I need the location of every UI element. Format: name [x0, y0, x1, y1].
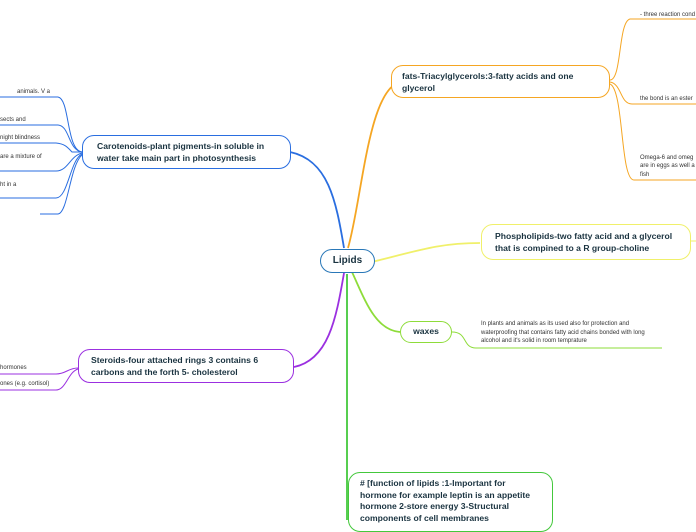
- waxes-note: In plants and animals as its used also f…: [481, 321, 645, 344]
- link-phospholipids: [371, 242, 481, 263]
- phospholipids-node[interactable]: Phospholipids-two fatty acid and a glyce…: [481, 224, 691, 260]
- waxes-node[interactable]: waxes: [400, 321, 452, 343]
- link-fats-sub-bottom: [609, 83, 696, 181]
- link-steroids: [293, 272, 345, 368]
- connector-lines: [0, 18, 696, 520]
- fats-note-1: - three reaction cond: [640, 12, 696, 18]
- link-carotenoids-sub2: [0, 124, 83, 153]
- waxes-label: waxes: [413, 326, 439, 337]
- link-waxes-note: [451, 331, 662, 349]
- carotenoids-note-3: night blindness: [0, 135, 41, 141]
- central-topic-label: Lipids: [332, 255, 363, 267]
- carotenoids-node[interactable]: Carotenoids-plant pigments-in soluble in…: [82, 135, 291, 169]
- link-fats-sub-mid: [609, 81, 696, 105]
- fats-label: fats-Triacylglycerols:3-fatty acids and …: [402, 71, 574, 93]
- fats-node[interactable]: fats-Triacylglycerols:3-fatty acids and …: [391, 65, 610, 98]
- link-carotenoids-sub3: [0, 142, 82, 153]
- function-label: # [function of lipids :1-Important for h…: [360, 478, 530, 523]
- link-carotenoids-sub5: [0, 153, 83, 199]
- central-topic-node[interactable]: Lipids: [320, 249, 375, 273]
- fats-note-5: fish: [640, 172, 650, 178]
- link-carotenoids-sub4: [0, 152, 83, 172]
- steroids-note-1: hormones: [0, 365, 27, 371]
- fats-note-2: the bond is an ester: [640, 96, 693, 102]
- phospholipids-label: Phospholipids-two fatty acid and a glyce…: [495, 231, 673, 253]
- link-steroids-sub1: [0, 367, 79, 375]
- steroids-node[interactable]: Steroids-four attached rings 3 contains …: [78, 349, 294, 383]
- link-carotenoids: [289, 151, 345, 249]
- fats-note-4: are in eggs as well a: [640, 163, 695, 169]
- carotenoids-note-2: sects and: [0, 117, 26, 123]
- carotenoids-note-4: are a mixture of: [0, 154, 42, 160]
- carotenoids-label: Carotenoids-plant pigments-in soluble in…: [97, 141, 265, 163]
- fats-note-3: Omega-6 and omeg: [640, 155, 694, 161]
- function-node[interactable]: # [function of lipids :1-Important for h…: [348, 472, 553, 532]
- link-steroids-sub2: [0, 368, 79, 391]
- link-waxes: [351, 271, 401, 333]
- steroids-note-2: ones (e.g. cortisol): [0, 381, 50, 387]
- carotenoids-note-5: ht in a: [0, 182, 17, 188]
- steroids-label: Steroids-four attached rings 3 contains …: [91, 355, 259, 377]
- link-fats: [347, 81, 401, 249]
- link-carotenoids-sub6: [40, 154, 83, 215]
- link-fats-sub-top: [609, 18, 696, 81]
- carotenoids-note-1: animals. V a: [17, 89, 51, 95]
